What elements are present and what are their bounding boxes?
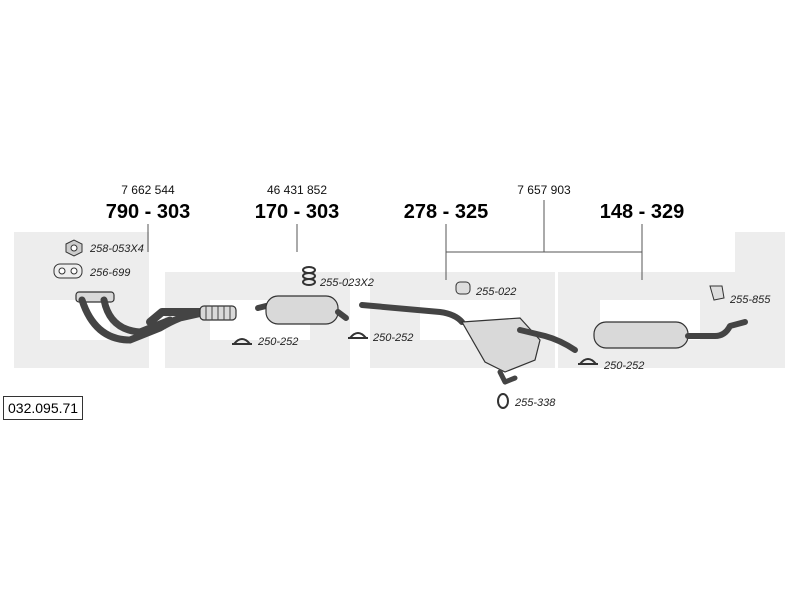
flange-gasket-icon	[53, 263, 83, 279]
rear-silencer-2	[593, 319, 748, 349]
rubber-hanger-icon	[455, 281, 471, 295]
center-silencer	[255, 295, 349, 325]
bracket-icon	[709, 285, 725, 301]
accessory-label: 250-252	[603, 360, 644, 372]
rubber-ring-icon	[497, 393, 509, 409]
clamp-icon	[232, 338, 252, 345]
front-pipe	[75, 291, 237, 344]
clamp-icon	[348, 332, 368, 339]
accessory-label: 256-699	[89, 267, 130, 279]
accessory-label: 250-252	[257, 336, 298, 348]
accessory-label: 255-022	[475, 286, 516, 298]
accessory-label: 250-252	[372, 332, 413, 344]
accessory-label: 255-338	[514, 397, 556, 409]
part-number-center-silencer: 170 - 303	[255, 201, 340, 223]
part-number-front-pipe: 790 - 303	[106, 201, 191, 223]
spring-icon	[302, 266, 316, 286]
clamp-icon	[578, 358, 598, 365]
accessory-label: 255-855	[729, 294, 771, 306]
rear-silencer-1	[359, 302, 578, 385]
part-number-rear-silencer-2: 148 - 329	[600, 201, 685, 223]
diagram-number: 032.095.71	[3, 396, 84, 420]
leader-lines	[147, 200, 643, 280]
oem-number-2: 46 431 852	[267, 183, 327, 197]
oem-number-1: 7 662 544	[121, 183, 175, 197]
nut-icon	[65, 239, 83, 257]
oem-number-3: 7 657 903	[517, 183, 571, 197]
part-number-rear-silencer-1: 278 - 325	[404, 201, 489, 223]
accessory-label: 258-053X4	[89, 243, 144, 255]
accessory-label: 255-023X2	[319, 277, 374, 289]
